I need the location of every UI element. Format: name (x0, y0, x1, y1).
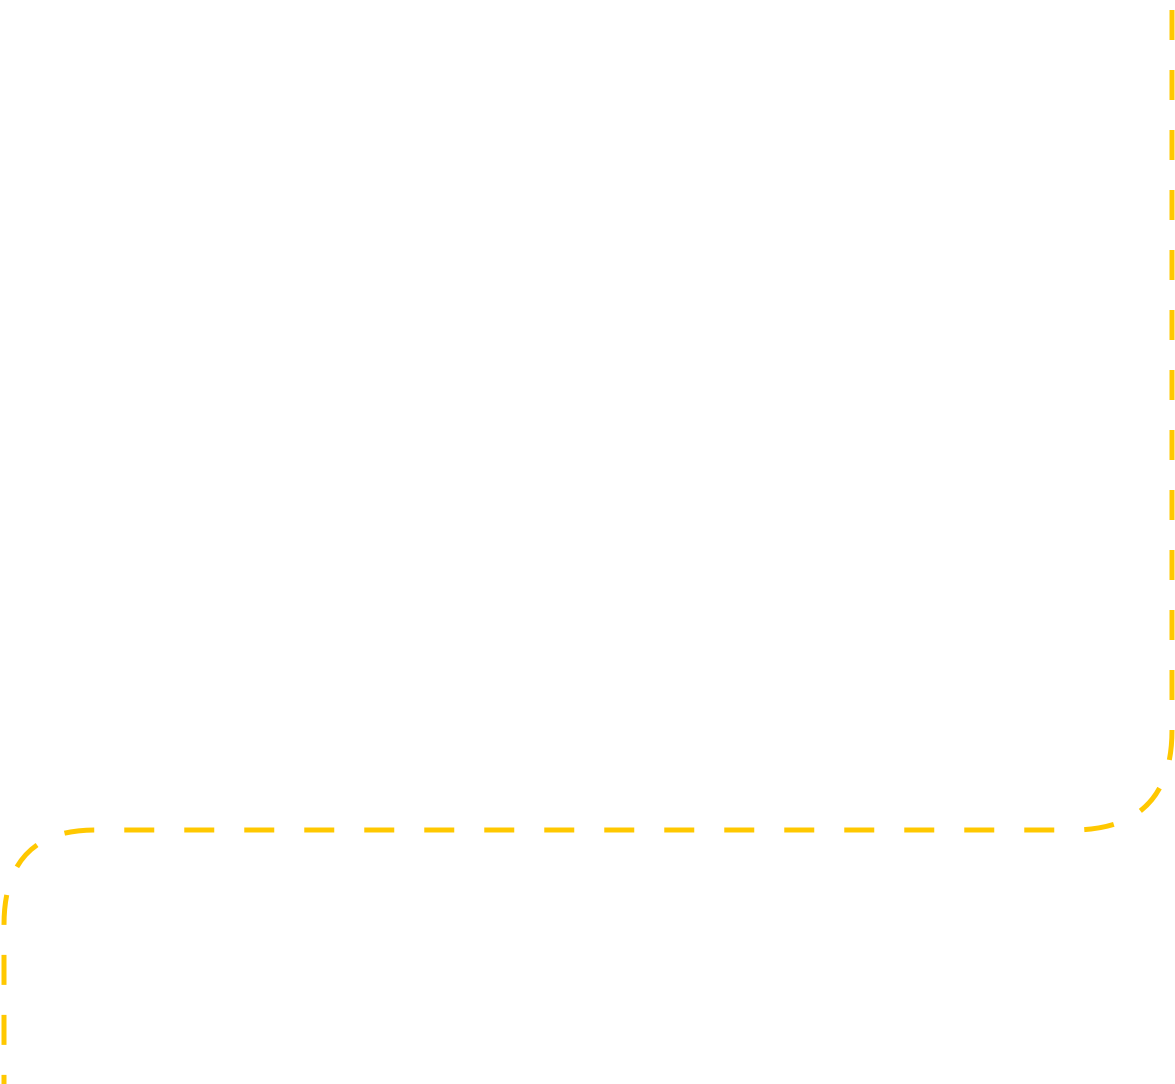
dashed-connector-path (1, 0, 1175, 1084)
dashed-connector-canvas (1, 0, 1175, 1084)
